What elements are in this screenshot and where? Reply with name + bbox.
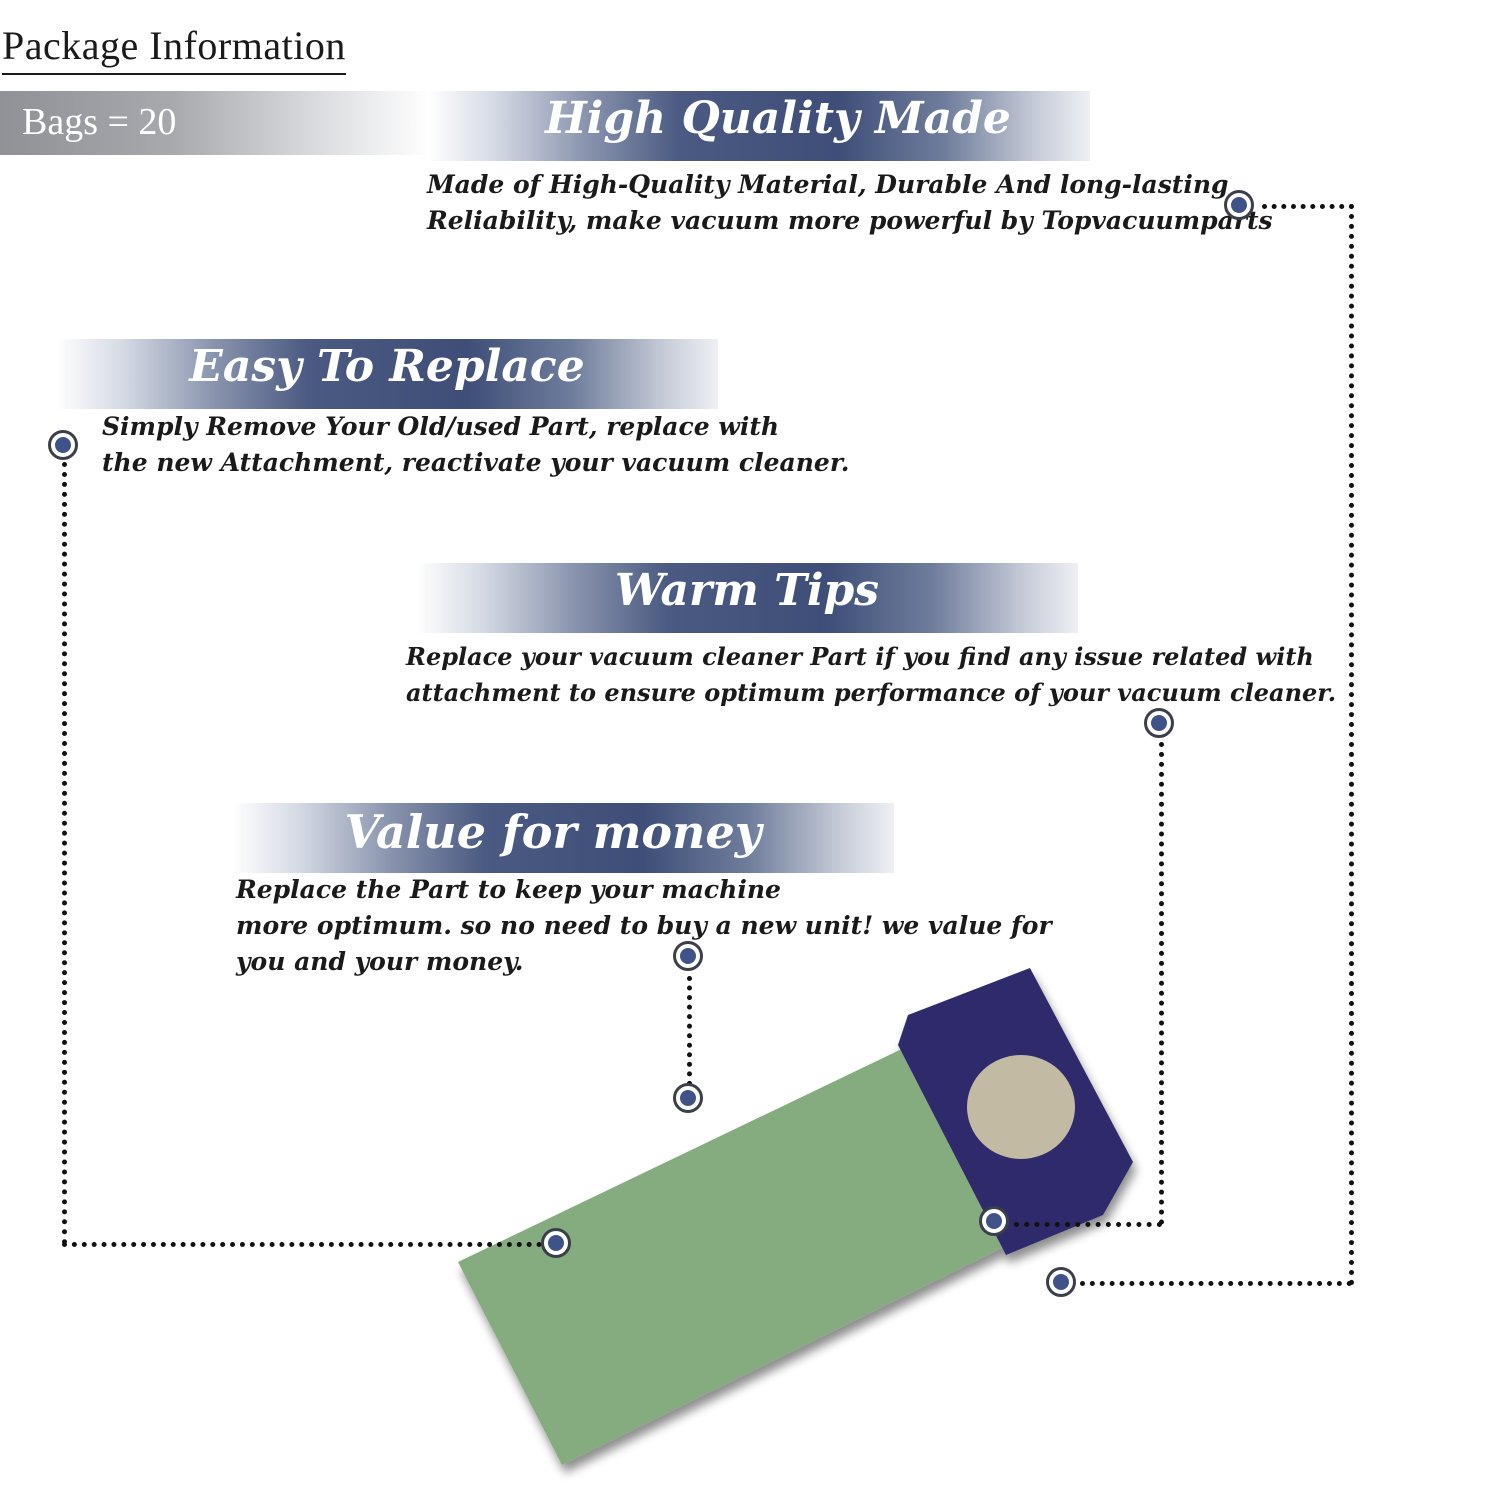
callout-marker-icon xyxy=(1224,190,1254,220)
feature-desc-line: Made of High-Quality Material, Durable A… xyxy=(427,170,1229,199)
feature-title-warm-tips: Warm Tips xyxy=(614,565,880,616)
feature-desc-line: Replace the Part to keep your machine xyxy=(236,875,781,904)
connector-line xyxy=(62,462,67,1245)
feature-desc-line: Simply Remove Your Old/used Part, replac… xyxy=(102,412,780,441)
feature-banner-value-money xyxy=(232,803,894,873)
bag-collar-hole xyxy=(967,1055,1075,1159)
bags-count-bar xyxy=(0,91,430,155)
callout-marker-icon xyxy=(673,941,703,971)
feature-banner-easy-replace xyxy=(56,339,718,409)
feature-title-easy-replace: Easy To Replace xyxy=(189,341,585,392)
callout-marker-icon xyxy=(979,1206,1009,1236)
callout-marker-icon xyxy=(1144,708,1174,738)
callout-marker-icon xyxy=(48,430,78,460)
feature-banner-high-quality xyxy=(428,91,1090,161)
feature-title-high-quality: High Quality Made xyxy=(545,93,1011,144)
feature-desc-line: you and your money. xyxy=(236,947,524,976)
connector-line xyxy=(1014,1222,1162,1227)
bag-body xyxy=(458,1045,1002,1465)
connector-line xyxy=(1349,204,1354,1286)
package-information-heading: Package Information xyxy=(2,22,346,75)
feature-desc-warm-tips: Replace your vacuum cleaner Part if you … xyxy=(406,639,1336,711)
feature-title-value-money: Value for money xyxy=(344,805,762,859)
callout-marker-icon xyxy=(1046,1267,1076,1297)
feature-desc-line: the new Attachment, reactivate your vacu… xyxy=(102,448,850,477)
feature-desc-line: Replace your vacuum cleaner Part if you … xyxy=(406,642,1314,671)
connector-line xyxy=(1159,742,1164,1225)
feature-desc-value-money: Replace the Part to keep your machine mo… xyxy=(236,872,1052,980)
feature-desc-easy-replace: Simply Remove Your Old/used Part, replac… xyxy=(102,409,849,481)
connector-line xyxy=(1262,204,1354,209)
feature-desc-high-quality: Made of High-Quality Material, Durable A… xyxy=(427,167,1273,239)
connector-line xyxy=(1080,1281,1352,1286)
feature-banner-warm-tips xyxy=(416,563,1078,633)
feature-desc-line: Reliability, make vacuum more powerful b… xyxy=(427,206,1273,235)
feature-desc-line: more optimum. so no need to buy a new un… xyxy=(236,911,1052,940)
callout-marker-icon xyxy=(673,1083,703,1113)
bags-count-label: Bags = 20 xyxy=(22,101,177,143)
connector-line xyxy=(62,1242,542,1247)
connector-line xyxy=(687,976,692,1086)
callout-marker-icon xyxy=(541,1228,571,1258)
feature-desc-line: attachment to ensure optimum performance… xyxy=(406,678,1337,707)
